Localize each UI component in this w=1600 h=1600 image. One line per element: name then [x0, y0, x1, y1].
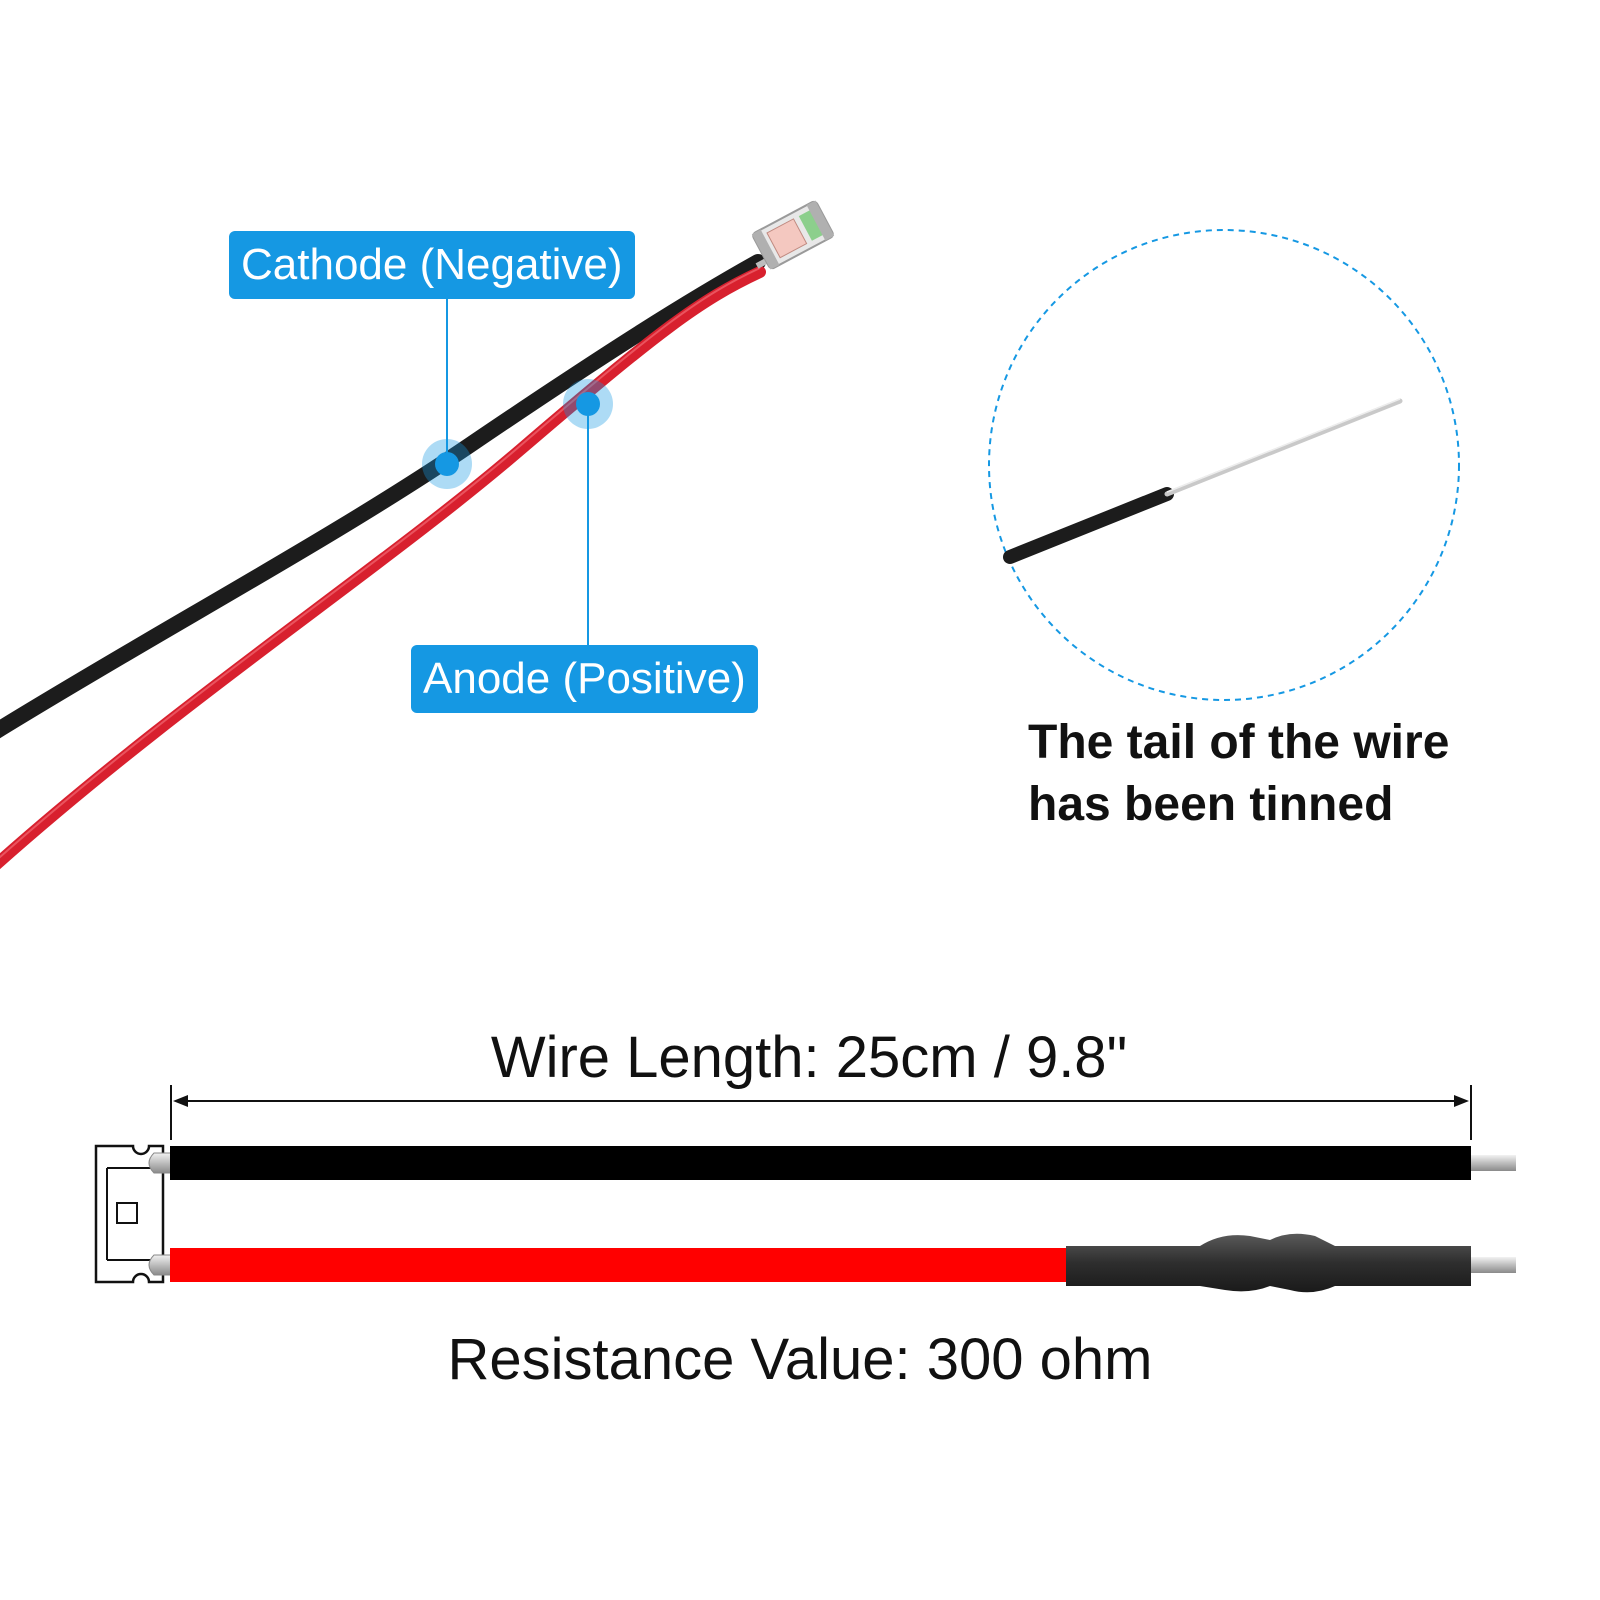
resistance-caption: Resistance Value: 300 ohm	[447, 1327, 1153, 1392]
tinned-tail-note-line2: has been tinned	[1028, 778, 1394, 831]
anode-callout-label: Anode (Positive)	[411, 645, 758, 713]
resistor-shrink-tube	[1066, 1233, 1471, 1293]
red-wire	[170, 1248, 1066, 1282]
photo-wires	[0, 254, 774, 870]
tinned-wire-detail	[1003, 398, 1403, 564]
zoom-detail-circle	[988, 229, 1460, 701]
anode-marker	[563, 379, 613, 429]
red-wire-tinned-tip	[1471, 1257, 1516, 1273]
red-wire-led-pin	[148, 1254, 172, 1276]
tinned-tail-note: The tail of the wire has been tinned	[1028, 712, 1568, 836]
cathode-marker	[422, 439, 472, 489]
red-anode-wire	[0, 266, 766, 870]
black-wire	[170, 1146, 1471, 1180]
smd-led-chip	[751, 200, 835, 270]
length-dimension-arrow	[170, 1085, 1472, 1140]
black-wire-led-pin	[148, 1152, 172, 1174]
cathode-callout-label: Cathode (Negative)	[229, 231, 635, 299]
tinned-tail-note-line1: The tail of the wire	[1028, 716, 1450, 769]
led-schematic-symbol	[94, 1144, 165, 1284]
wire-length-caption: Wire Length: 25cm / 9.8"	[490, 1025, 1128, 1090]
black-wire-tinned-tip	[1471, 1155, 1516, 1171]
